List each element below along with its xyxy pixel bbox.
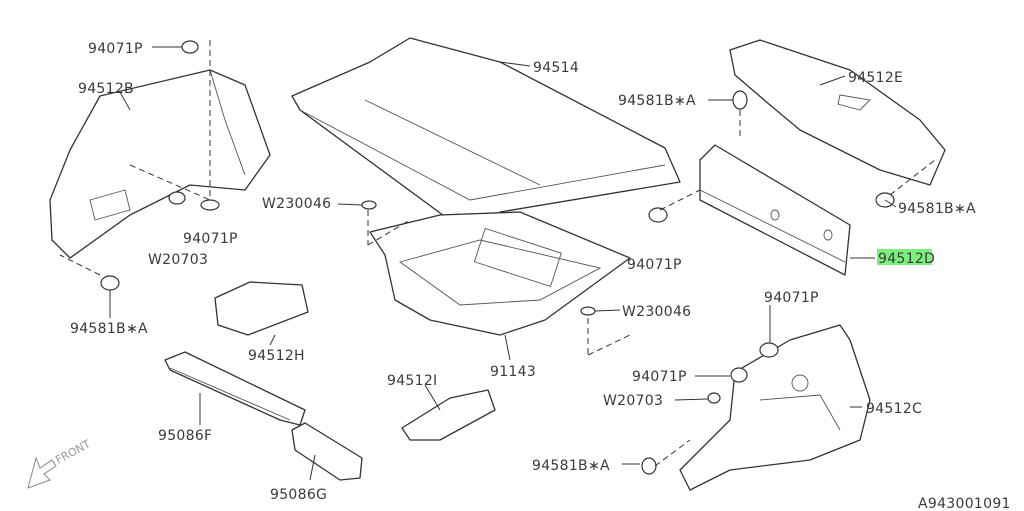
part-95086G[interactable]: [291, 422, 363, 481]
part-94514[interactable]: [291, 37, 681, 236]
highlight-94512D: [877, 249, 932, 265]
part-91143[interactable]: [369, 211, 631, 336]
label-94071P: 94071P: [764, 290, 819, 306]
label-94581B-A: 94581B∗A: [70, 321, 148, 337]
label-W230046: W230046: [262, 196, 331, 212]
label-94512H: 94512H: [248, 348, 305, 364]
label-94512C: 94512C: [866, 401, 922, 417]
label-W20703: W20703: [603, 393, 663, 409]
label-94581B-A: 94581B∗A: [618, 93, 696, 109]
part-94512B[interactable]: [49, 69, 271, 259]
part-94512C[interactable]: [679, 324, 871, 491]
label-94512E: 94512E: [848, 70, 903, 86]
label-91143: 91143: [490, 364, 536, 380]
label-95086F: 95086F: [158, 428, 212, 444]
label-W230046: W230046: [622, 304, 691, 320]
label-94071P: 94071P: [632, 369, 687, 385]
label-94071P: 94071P: [183, 231, 238, 247]
clips: [100, 40, 895, 475]
part-94512H[interactable]: [214, 281, 309, 336]
label-W20703: W20703: [148, 252, 208, 268]
part-94512D[interactable]: [699, 144, 851, 276]
label-94512I: 94512I: [387, 373, 437, 389]
label-94512D[interactable]: 94512D: [878, 251, 935, 267]
leader-lines: [59, 40, 936, 481]
part-94512E[interactable]: [729, 39, 946, 186]
front-arrow-icon: [27, 456, 57, 489]
label-94071P: 94071P: [88, 41, 143, 57]
front-label: FRONT: [53, 437, 93, 466]
diagram-id: A943001091: [918, 496, 1011, 511]
label-94581B-A: 94581B∗A: [532, 458, 610, 474]
label-95086G: 95086G: [270, 487, 327, 503]
part-94512I[interactable]: [401, 389, 496, 441]
label-94514: 94514: [533, 60, 579, 76]
label-94071P: 94071P: [627, 257, 682, 273]
label-94512B: 94512B: [78, 81, 134, 97]
label-94581B-A: 94581B∗A: [898, 201, 976, 217]
